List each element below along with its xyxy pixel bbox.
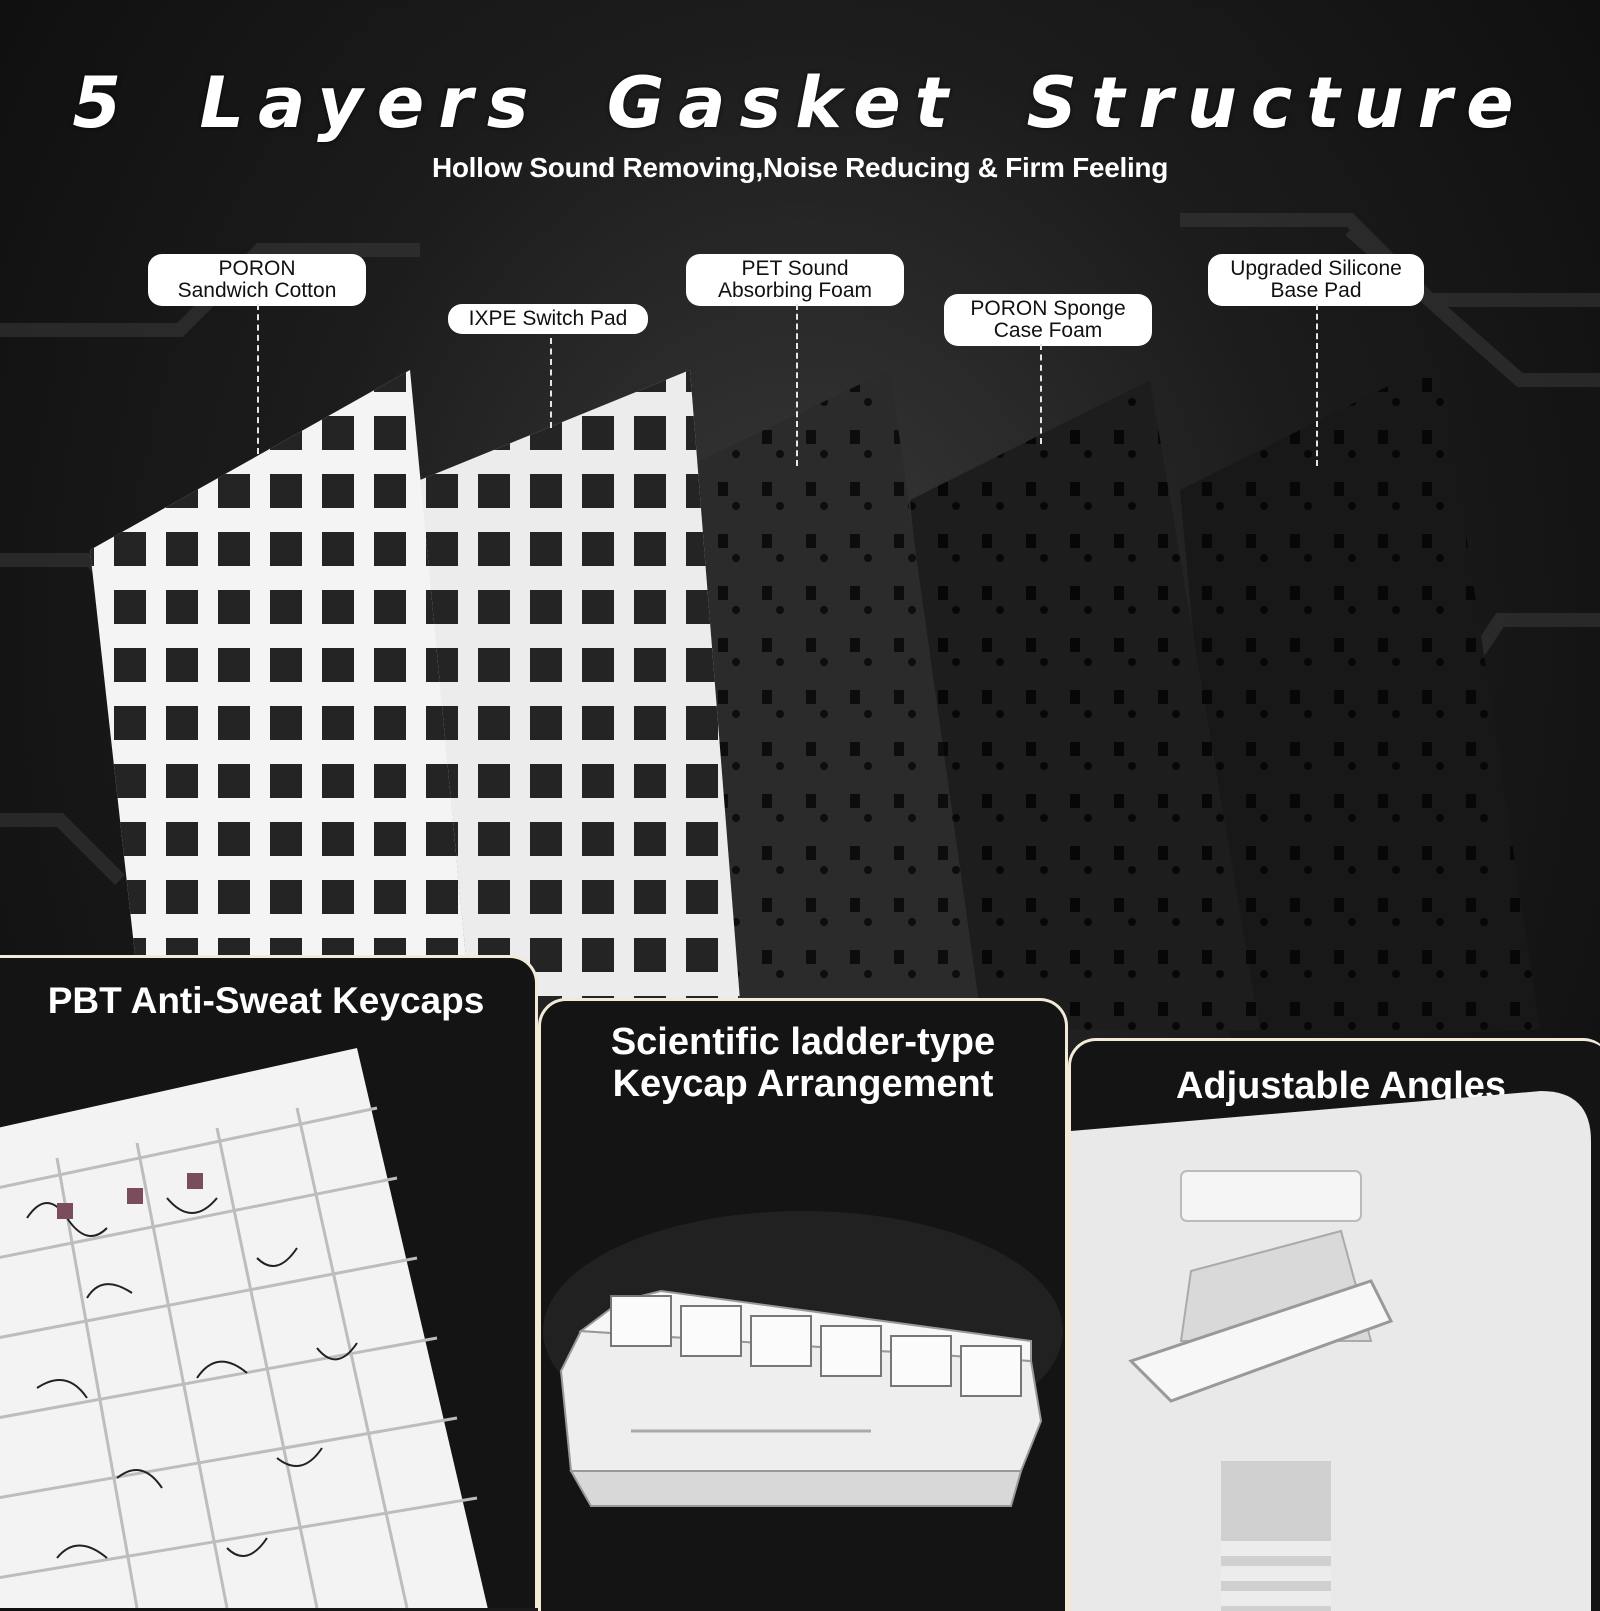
layer-poron-sponge-case-foam [910,380,1260,1030]
layer-label-pet-sound-absorbing-foam: PET Sound Absorbing Foam [686,254,904,306]
label-line: Base Pad [1270,279,1362,302]
panel-title-keycaps: PBT Anti-Sweat Keycaps [47,980,485,1021]
layer-label-poron-sandwich-cotton: PORON Sandwich Cotton [148,254,366,306]
label-line: Sandwich Cotton [177,279,337,302]
leader-line [796,304,798,466]
page-subtitle: Hollow Sound Removing,Noise Reducing & F… [431,152,1169,183]
panel-ladder-arrangement: Scientific ladder-type Keycap Arrangemen… [538,998,1068,1611]
layer-label-poron-sponge-case-foam: PORON Sponge Case Foam [944,294,1152,346]
layer-pet-sound-absorbing-foam [680,370,980,1010]
leader-line [550,338,552,428]
panel-adjustable-angles: Adjustable Angles [1068,1038,1600,1611]
layer-silicone-base-pad [1180,360,1540,1040]
panel-title-ladder: Scientific ladder-type Keycap Arrangemen… [541,1021,1065,1105]
label-line: PORON [218,257,296,280]
label-line: Upgraded Silicone [1230,257,1402,280]
label-line: PORON Sponge [970,297,1126,320]
leader-line [1316,304,1318,466]
panel-pbt-keycaps: PBT Anti-Sweat Keycaps [0,955,538,1608]
layer-poron-sandwich-cotton [90,370,470,1000]
label-line: PET Sound [741,257,849,280]
label-line: IXPE Switch Pad [468,307,628,330]
layer-label-ixpe-switch-pad: IXPE Switch Pad [448,304,648,334]
layer-label-silicone-base-pad: Upgraded Silicone Base Pad [1208,254,1424,306]
title-line: Scientific ladder-type [610,1021,996,1063]
title-line: Keycap Arrangement [612,1063,994,1105]
label-line: Absorbing Foam [717,279,873,302]
leader-line [257,304,259,454]
ladder-keyboard-illustration [543,1211,1063,1507]
leader-line [1040,344,1042,444]
layer-ixpe-switch-pad [420,370,740,1000]
label-line: Case Foam [993,319,1103,342]
page-title: 5 Layers Gasket Structure [72,62,1528,144]
keycaps-illustration [0,1048,488,1608]
kickstand-illustration [1071,1091,1591,1611]
